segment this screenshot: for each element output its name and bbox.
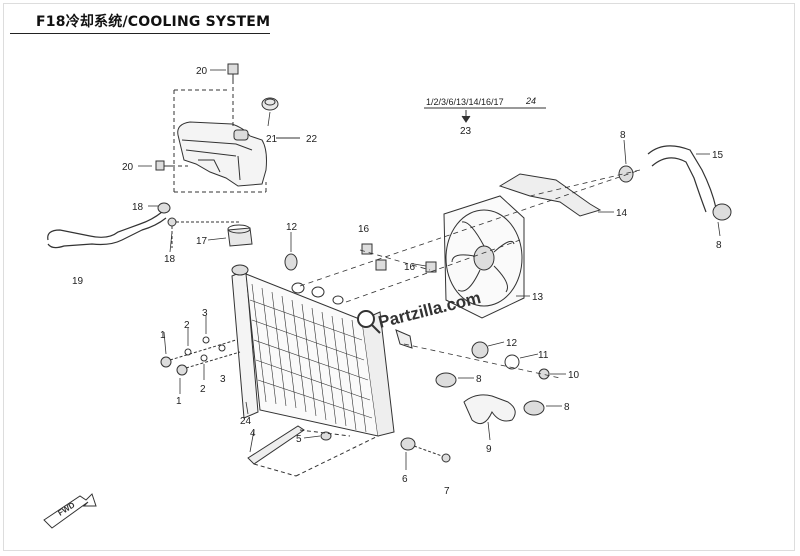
- callout-20b[interactable]: 20: [122, 162, 134, 173]
- callout-7[interactable]: 7: [444, 486, 450, 497]
- radiator[interactable]: [231, 264, 413, 437]
- group-parts-label: 1/2/3/6/13/14/16/17: [426, 97, 504, 107]
- callout-22[interactable]: 22: [306, 134, 318, 145]
- radiator-bracket[interactable]: [247, 425, 305, 465]
- callout-8d[interactable]: 8: [564, 402, 570, 413]
- hose-clamp-18b[interactable]: [167, 217, 177, 227]
- bolt-1b[interactable]: [176, 364, 188, 376]
- callout-3a[interactable]: 3: [202, 308, 208, 319]
- callout-8c[interactable]: 8: [476, 374, 482, 385]
- callout-6[interactable]: 6: [402, 474, 408, 485]
- callout-14[interactable]: 14: [616, 208, 628, 219]
- upper-hose[interactable]: [647, 145, 717, 213]
- callout-2a[interactable]: 2: [184, 320, 190, 331]
- fan-bushing-16a[interactable]: [361, 243, 373, 255]
- callout-11[interactable]: 11: [538, 350, 549, 361]
- watermark: Partzilla.com: [376, 288, 482, 332]
- callout-15[interactable]: 15: [712, 150, 724, 161]
- callout-10[interactable]: 10: [568, 370, 580, 381]
- tank-bolt-top[interactable]: [227, 63, 239, 80]
- callout-4[interactable]: 4: [250, 428, 256, 439]
- hose-clamp-8d[interactable]: [523, 400, 545, 416]
- washer-2a[interactable]: [184, 348, 192, 356]
- callout-24[interactable]: 24: [240, 416, 252, 427]
- callout-19[interactable]: 19: [72, 276, 84, 287]
- fan-shroud-bracket[interactable]: [498, 173, 602, 217]
- cooling-fan[interactable]: [443, 195, 525, 319]
- callout-2b[interactable]: 2: [200, 384, 206, 395]
- hose-clamp-8a[interactable]: [618, 165, 634, 183]
- callout-16b[interactable]: 16: [404, 262, 416, 273]
- callout-3b[interactable]: 3: [220, 374, 226, 385]
- title-underline: [10, 33, 270, 34]
- hose-clamp-18a[interactable]: [157, 202, 171, 214]
- collar-12b[interactable]: [471, 341, 489, 359]
- callout-9[interactable]: 9: [486, 444, 492, 455]
- tank-cap[interactable]: [261, 97, 279, 111]
- callout-21[interactable]: 21: [266, 134, 278, 145]
- callout-18b[interactable]: 18: [164, 254, 176, 265]
- cushion-11[interactable]: [504, 354, 520, 370]
- callout-18a[interactable]: 18: [132, 202, 144, 213]
- grommet-6[interactable]: [400, 437, 416, 451]
- callout-1a[interactable]: 1: [160, 330, 166, 341]
- page-border: [3, 3, 795, 551]
- collar-12a[interactable]: [284, 253, 298, 271]
- callout-20a[interactable]: 20: [196, 66, 208, 77]
- bolt-7[interactable]: [441, 453, 451, 463]
- nut-10[interactable]: [538, 368, 550, 380]
- callout-8a[interactable]: 8: [620, 130, 626, 141]
- group-suffix-label: 24: [525, 96, 536, 106]
- overflow-hose[interactable]: [47, 211, 167, 249]
- bracket-bolt-5[interactable]: [320, 431, 332, 441]
- fwd-arrow-icon: [43, 493, 97, 529]
- hose-clamp-8b[interactable]: [712, 203, 732, 221]
- expansion-tank[interactable]: [177, 121, 267, 187]
- callout-16a[interactable]: 16: [358, 224, 370, 235]
- washer-2b[interactable]: [200, 354, 208, 362]
- callout-5[interactable]: 5: [296, 434, 302, 445]
- lower-hose[interactable]: [463, 394, 516, 425]
- bolt-1a[interactable]: [160, 356, 172, 368]
- callout-13[interactable]: 13: [532, 292, 544, 303]
- hose-clamp-8c[interactable]: [435, 372, 457, 388]
- callout-1b[interactable]: 1: [176, 396, 182, 407]
- callout-12b[interactable]: 12: [506, 338, 518, 349]
- grommet-3a[interactable]: [202, 336, 210, 344]
- radiator-cap[interactable]: [227, 224, 253, 247]
- callout-23[interactable]: 23: [460, 126, 472, 137]
- callout-8b[interactable]: 8: [716, 240, 722, 251]
- callout-17[interactable]: 17: [196, 236, 208, 247]
- grommet-3b[interactable]: [218, 344, 226, 352]
- page-title: F18冷却系统/COOLING SYSTEM: [36, 14, 271, 30]
- callout-12a[interactable]: 12: [286, 222, 298, 233]
